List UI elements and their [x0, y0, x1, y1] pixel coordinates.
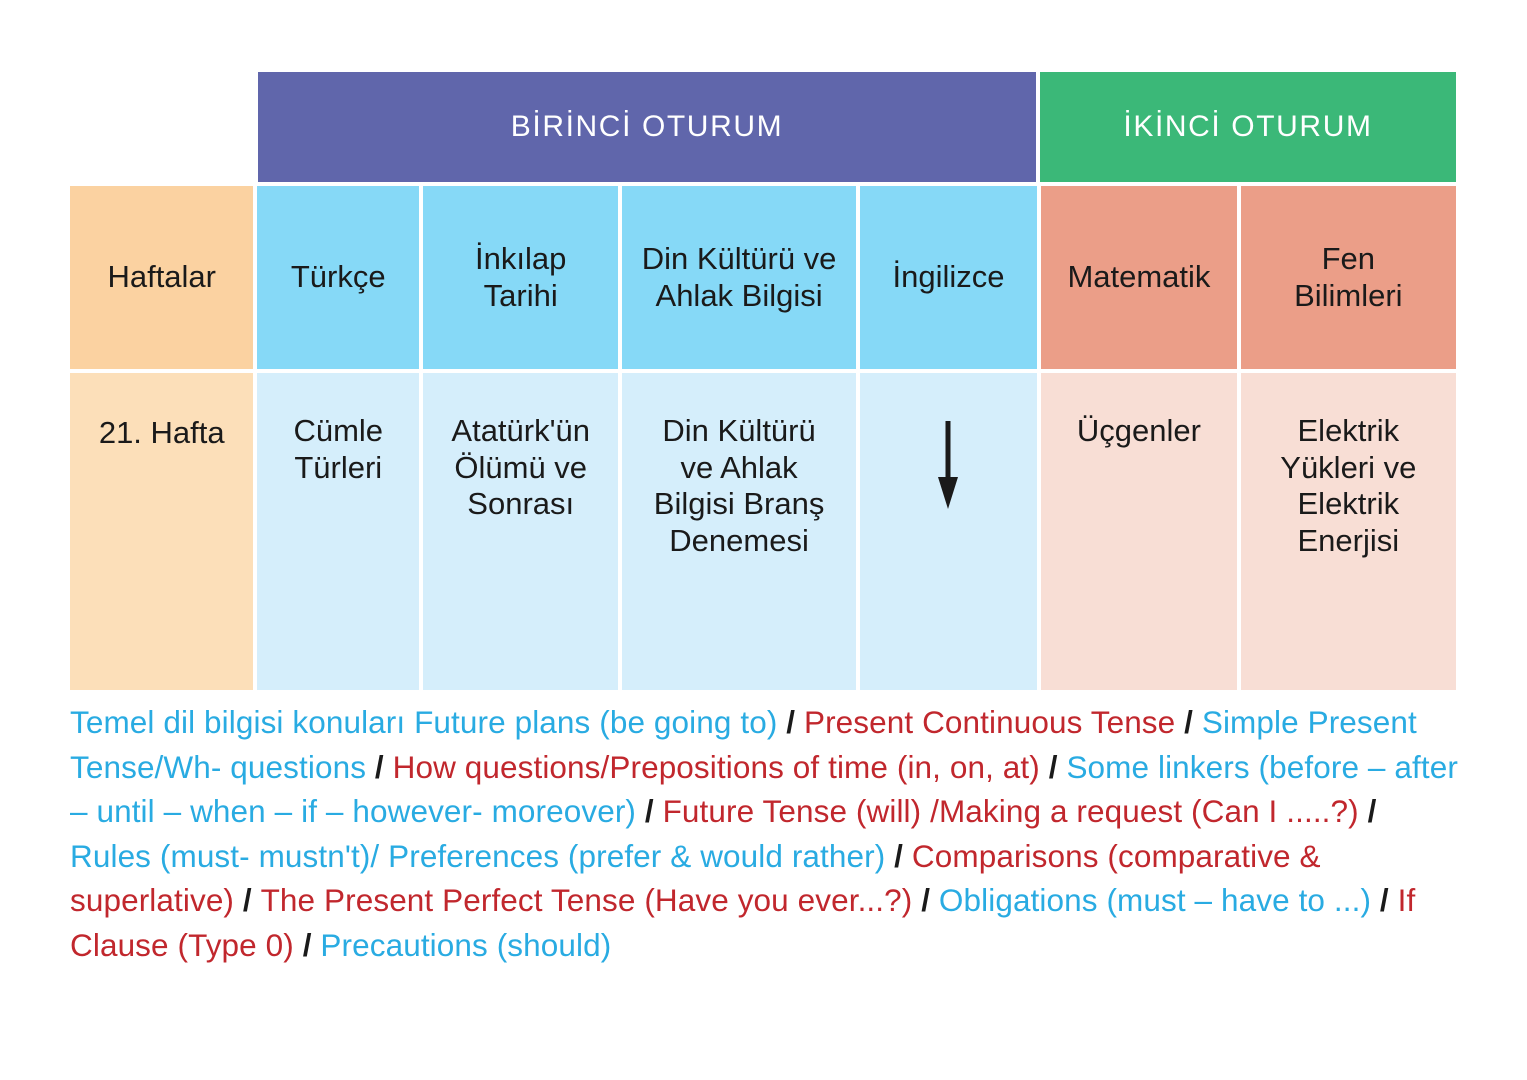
notes-segment: Some linkers (before – after – until – w…	[70, 748, 1458, 830]
notes-segment: /	[1175, 704, 1202, 740]
english-topics-notes: Temel dil bilgisi konuları Future plans …	[70, 700, 1465, 967]
notes-segment: Temel dil bilgisi konuları Future plans …	[70, 704, 778, 740]
cell-week: 21. Hafta	[70, 373, 254, 690]
header-haftalar: Haftalar	[70, 186, 254, 369]
notes-segment: /	[885, 837, 912, 874]
notes-segment: Precautions (should)	[320, 926, 612, 963]
notes-segment: /	[1371, 882, 1398, 918]
header-din-kulturu: Din Kültürü ve Ahlak Bilgisi	[622, 186, 856, 369]
notes-segment: Present Continuous Tense	[803, 704, 1176, 740]
notes-segment: /	[1039, 748, 1067, 785]
notes-segment: /	[293, 926, 321, 963]
session-band-first: BİRİNCİ OTURUM	[258, 72, 1036, 182]
cell-inkilap: Atatürk'ün Ölümü ve Sonrası	[423, 373, 619, 690]
notes-segment: Future Tense (will) /Making a request (C…	[662, 793, 1359, 829]
header-inkilap: İnkılap Tarihi	[423, 186, 619, 369]
notes-segment: If Clause (Type 0)	[70, 882, 1416, 963]
notes-segment: How questions/Prepositions of time (in, …	[392, 748, 1040, 785]
header-turkce: Türkçe	[257, 186, 419, 369]
down-arrow-icon	[932, 419, 964, 520]
session-band-second: İKİNCİ OTURUM	[1040, 72, 1456, 182]
cell-fen-bilimleri: Elektrik Yükleri ve Elektrik Enerjisi	[1240, 373, 1456, 690]
column-header-row: Haftalar Türkçe İnkılap Tarihi Din Kültü…	[70, 186, 1456, 369]
table-row: 21. Hafta Cümle Türleri Atatürk'ün Ölümü…	[70, 373, 1456, 690]
notes-segment: Comparisons (comparative & superlative)	[70, 837, 1321, 919]
notes-segment: /	[636, 793, 663, 829]
notes-segment: /	[234, 882, 261, 918]
cell-turkce: Cümle Türleri	[257, 373, 419, 690]
session-header-row: BİRİNCİ OTURUM İKİNCİ OTURUM	[258, 72, 1456, 182]
notes-segment: /	[1358, 793, 1377, 829]
notes-segment: /	[366, 748, 393, 785]
notes-segment: The Present Perfect Tense (Have you ever…	[260, 882, 913, 918]
notes-segment: Obligations (must – have to ...)	[938, 882, 1372, 918]
notes-segment: /	[912, 882, 939, 918]
cell-matematik: Üçgenler	[1041, 373, 1237, 690]
notes-segment: Simple Present Tense/Wh- questions	[70, 704, 1417, 785]
cell-ingilizce	[859, 373, 1038, 690]
header-ingilizce: İngilizce	[859, 186, 1038, 369]
notes-segment: Rules (must- mustn't)/ Preferences (pref…	[70, 837, 886, 874]
schedule-table: BİRİNCİ OTURUM İKİNCİ OTURUM Haftalar Tü…	[70, 72, 1456, 690]
header-matematik: Matematik	[1041, 186, 1237, 369]
notes-segment: /	[777, 704, 804, 740]
cell-din-kulturu: Din Kültürü ve Ahlak Bilgisi Branş Denem…	[622, 373, 856, 690]
header-fen-bilimleri: Fen Bilimleri	[1240, 186, 1456, 369]
